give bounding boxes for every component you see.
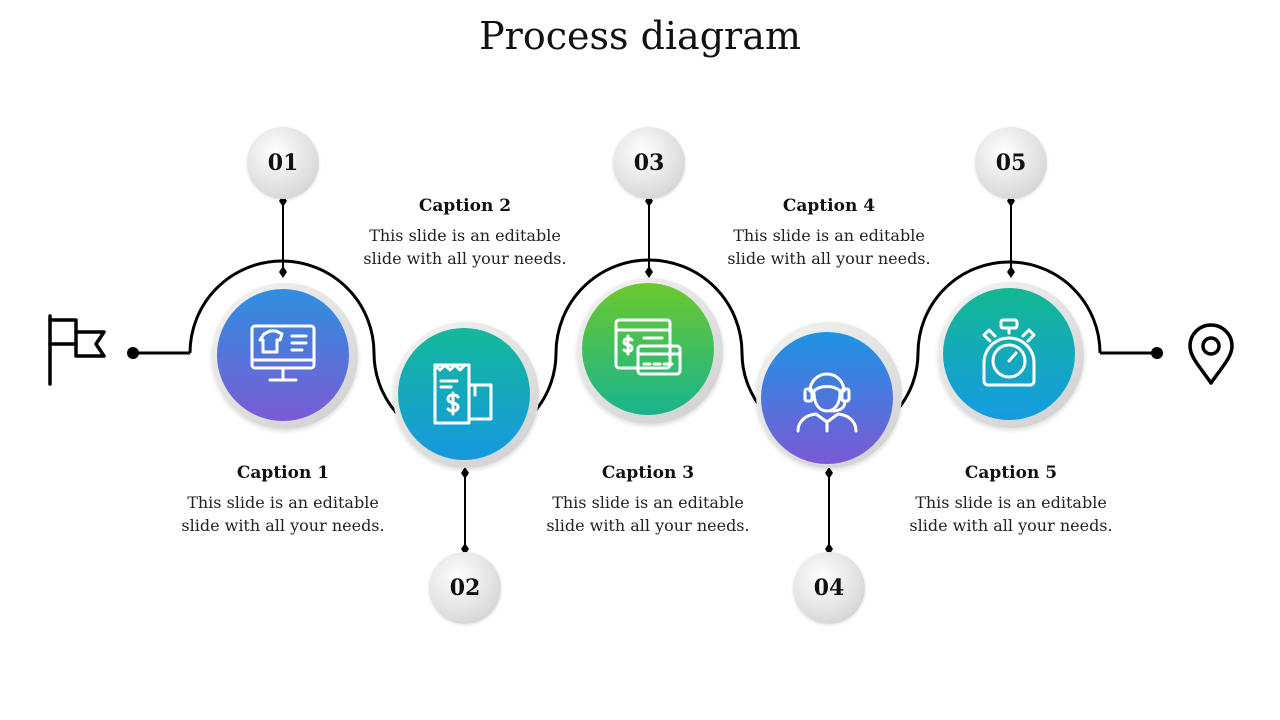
caption-text-4: This slide is an editable slide with all… — [709, 224, 949, 270]
caption-text-3: This slide is an editable slide with all… — [528, 491, 768, 537]
flag-icon — [48, 314, 106, 386]
caption-block-5: Caption 5 This slide is an editable slid… — [891, 463, 1131, 537]
caption-block-3: Caption 3 This slide is an editable slid… — [528, 463, 768, 537]
caption-title-4: Caption 4 — [782, 196, 876, 216]
caption-block-1: Caption 1 This slide is an editable slid… — [163, 463, 403, 537]
caption-title-5: Caption 5 — [964, 463, 1058, 483]
payment-card-icon — [614, 318, 682, 376]
step-disk-3 — [582, 283, 714, 415]
caption-block-4: Caption 4 This slide is an editable slid… — [709, 196, 949, 270]
caption-text-line: slide with all your needs. — [909, 516, 1113, 535]
step-disk-4 — [761, 332, 893, 464]
page-title: Process diagram — [479, 14, 801, 58]
receipt-dollar-icon — [433, 363, 493, 425]
support-agent-icon — [796, 372, 858, 433]
caption-text-line: slide with all your needs. — [181, 516, 385, 535]
stopwatch-icon — [982, 318, 1036, 387]
caption-text-line: This slide is an editable — [552, 493, 744, 512]
caption-text-line: This slide is an editable — [369, 226, 561, 245]
step-number-3: 03 — [613, 127, 685, 199]
caption-text-2: This slide is an editable slide with all… — [345, 224, 585, 270]
caption-text-line: This slide is an editable — [187, 493, 379, 512]
step-number-4: 04 — [793, 552, 865, 624]
step-number-1: 01 — [247, 127, 319, 199]
location-pin-icon — [1188, 323, 1234, 385]
caption-text-line: This slide is an editable — [915, 493, 1107, 512]
step-disk-1 — [217, 289, 349, 421]
caption-title-3: Caption 3 — [601, 463, 695, 483]
step-number-2: 02 — [429, 552, 501, 624]
computer-shop-icon — [250, 324, 316, 382]
caption-text-line: slide with all your needs. — [727, 249, 931, 268]
caption-title-1: Caption 1 — [236, 463, 330, 483]
caption-block-2: Caption 2 This slide is an editable slid… — [345, 196, 585, 270]
caption-title-2: Caption 2 — [418, 196, 512, 216]
step-number-5: 05 — [975, 127, 1047, 199]
caption-text-1: This slide is an editable slide with all… — [163, 491, 403, 537]
caption-text-line: slide with all your needs. — [363, 249, 567, 268]
caption-text-line: slide with all your needs. — [546, 516, 750, 535]
caption-text-line: This slide is an editable — [733, 226, 925, 245]
step-disk-5 — [943, 288, 1075, 420]
step-disk-2 — [398, 328, 530, 460]
caption-text-5: This slide is an editable slide with all… — [891, 491, 1131, 537]
